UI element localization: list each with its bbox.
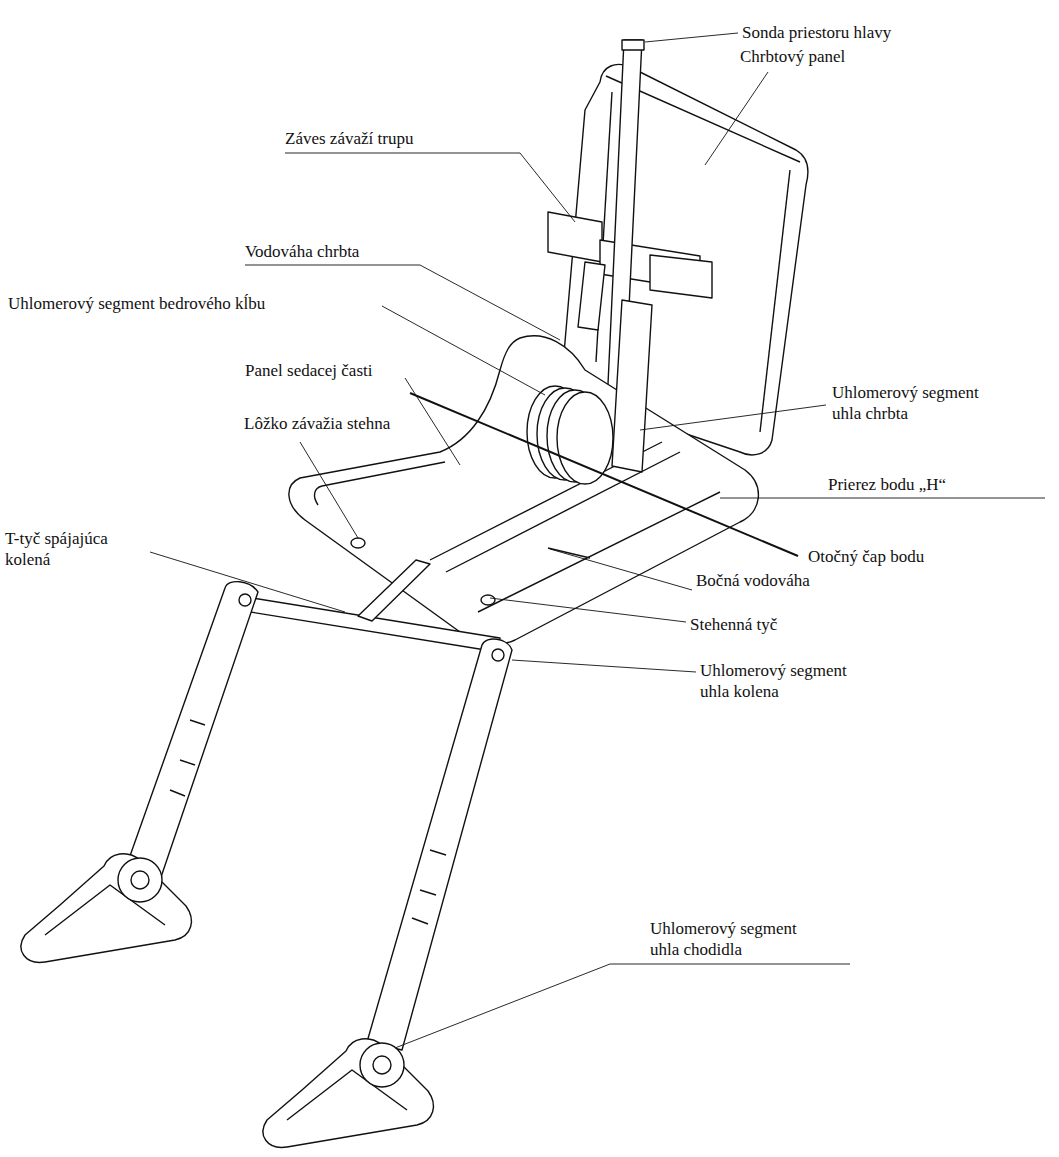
leader-lines bbox=[705, 72, 768, 165]
part-label: Bočná vodováha bbox=[696, 570, 810, 591]
legs bbox=[125, 582, 258, 880]
torso-weight-hanger bbox=[578, 262, 605, 330]
leader-lines bbox=[300, 442, 358, 538]
torso-weight-hanger bbox=[650, 255, 712, 298]
feet bbox=[118, 858, 162, 902]
part-label: T-tyč spájajúca kolená bbox=[5, 528, 140, 570]
back-angle-segment bbox=[612, 300, 652, 472]
part-label: Panel sedacej časti bbox=[245, 360, 372, 381]
legs bbox=[125, 582, 512, 1050]
knee-t-bar bbox=[238, 596, 500, 652]
back-angle-segment bbox=[612, 300, 652, 472]
feet bbox=[360, 1043, 404, 1087]
part-label: Chrbtový panel bbox=[740, 46, 845, 67]
leader-lines bbox=[640, 405, 826, 430]
torso-weight-hanger bbox=[548, 212, 602, 262]
leader-lines bbox=[395, 964, 850, 1048]
feet bbox=[373, 1056, 391, 1074]
seat-pan bbox=[351, 538, 365, 548]
leader-lines bbox=[285, 153, 575, 222]
feet bbox=[21, 854, 191, 963]
leader-lines bbox=[720, 498, 1045, 499]
seat-pan bbox=[478, 492, 720, 612]
legs bbox=[170, 720, 205, 796]
head-room-probe bbox=[622, 40, 644, 50]
legs bbox=[367, 639, 512, 1050]
legs bbox=[412, 850, 446, 924]
part-label: Uhlomerový segment uhla kolena bbox=[700, 660, 860, 702]
part-label: Prierez bodu „H“ bbox=[828, 474, 946, 495]
feet bbox=[131, 871, 149, 889]
back-panel bbox=[760, 170, 790, 432]
legs bbox=[239, 594, 251, 606]
seat-pan bbox=[289, 336, 758, 645]
legs bbox=[492, 649, 504, 661]
hip-angle-segment bbox=[527, 386, 613, 484]
leader-lines bbox=[490, 598, 686, 622]
leader-lines bbox=[245, 265, 560, 340]
leader-lines bbox=[150, 33, 1045, 1048]
part-label: Lôžko závažia stehna bbox=[244, 413, 390, 434]
part-label: Uhlomerový segment bedrového kĺbu bbox=[8, 293, 265, 314]
hip-angle-segment bbox=[557, 392, 613, 484]
knee-t-bar bbox=[358, 560, 430, 621]
h-point-axis bbox=[410, 393, 798, 556]
part-label: Stehenná tyč bbox=[690, 614, 777, 635]
part-label: Vodováha chrbta bbox=[245, 241, 359, 262]
h-point-axis bbox=[410, 393, 798, 556]
seat-pan bbox=[548, 548, 590, 558]
part-label: Záves závaží trupu bbox=[285, 128, 413, 149]
feet bbox=[21, 854, 433, 1148]
seat-pan bbox=[481, 595, 495, 605]
part-label: Uhlomerový segment uhla chrbta bbox=[832, 382, 992, 424]
feet bbox=[263, 1039, 433, 1148]
part-label: Uhlomerový segment uhla chodidla bbox=[650, 918, 810, 960]
seat-pan bbox=[289, 336, 758, 645]
leader-lines bbox=[512, 660, 696, 672]
leader-lines bbox=[645, 33, 738, 42]
leader-lines bbox=[405, 378, 460, 465]
knee-t-bar bbox=[238, 560, 500, 652]
part-label: Sonda priestoru hlavy bbox=[742, 22, 891, 43]
leader-lines bbox=[382, 306, 545, 395]
part-label: Otočný čap bodu bbox=[808, 546, 924, 567]
leader-lines bbox=[150, 552, 345, 612]
leader-lines bbox=[550, 549, 692, 590]
